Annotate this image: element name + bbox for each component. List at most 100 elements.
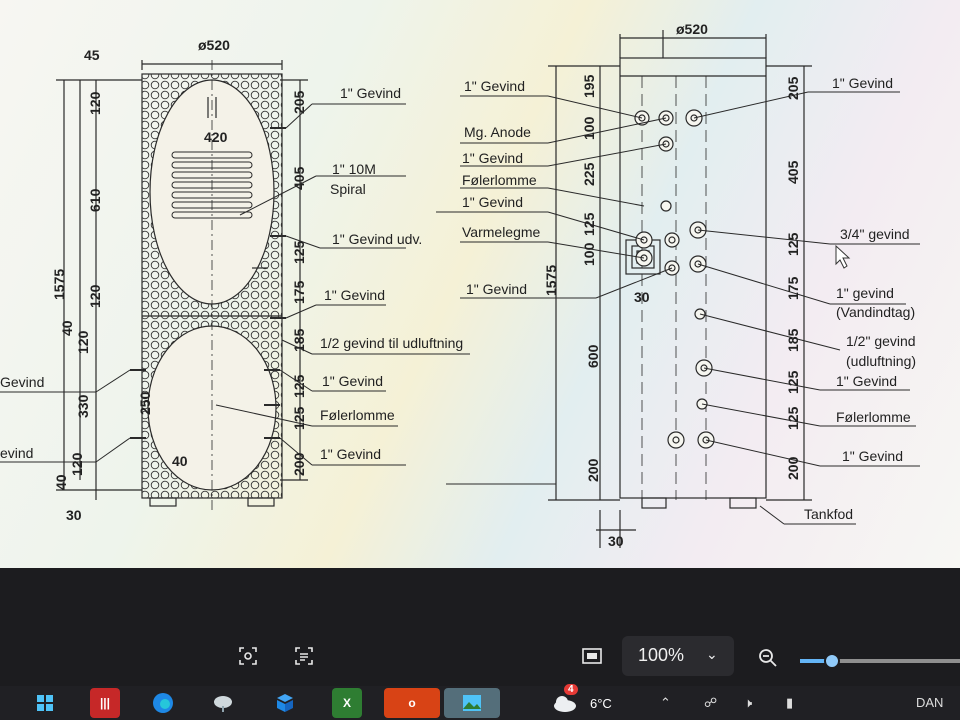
viewer-control-bar bbox=[0, 568, 960, 686]
right-left-dim: 125 bbox=[581, 212, 597, 236]
weather-widget[interactable]: 4 6°C bbox=[552, 684, 624, 718]
edge-browser-icon[interactable] bbox=[148, 688, 178, 718]
label-gevind: 1" Gevind bbox=[836, 373, 897, 389]
volume-icon[interactable]: 🕨 bbox=[744, 695, 753, 710]
left-dim: 30 bbox=[66, 507, 82, 523]
left-dim: 120 bbox=[87, 91, 103, 115]
right-left-dim: 195 bbox=[581, 74, 597, 98]
fit-window-icon bbox=[582, 648, 602, 664]
battery-icon[interactable]: ▮ bbox=[786, 695, 794, 710]
photos-app-icon[interactable] bbox=[444, 688, 500, 718]
right-small-dim: 30 bbox=[634, 289, 650, 305]
right-leaders bbox=[436, 91, 920, 525]
outlook-icon[interactable]: o bbox=[384, 688, 440, 718]
chevron-up-icon[interactable]: ⌃ bbox=[660, 695, 671, 710]
zoom-slider-fill bbox=[800, 659, 832, 663]
start-button[interactable] bbox=[30, 688, 60, 718]
right-diameter: ø520 bbox=[676, 21, 708, 37]
app-tile-icon bbox=[277, 694, 293, 712]
label-gevind: 1" Gevind bbox=[320, 446, 381, 462]
right-left-dim: 225 bbox=[581, 162, 597, 186]
zoom-out-icon bbox=[759, 649, 777, 667]
label-mg-anode: Mg. Anode bbox=[464, 124, 531, 140]
label-gevind: 1" Gevind bbox=[340, 85, 401, 101]
wifi-icon[interactable]: ☍ bbox=[704, 695, 718, 710]
label-gevind-udv: 1" Gevind udv. bbox=[332, 231, 422, 247]
right-tank-elevation bbox=[548, 30, 812, 548]
right-dimensions: ø520 195 100 225 125 100 1575 600 200 30… bbox=[543, 21, 801, 549]
left-right-dim: 125 bbox=[291, 406, 307, 430]
satellite-app-icon[interactable] bbox=[208, 688, 238, 718]
label-cut: evind bbox=[0, 445, 33, 461]
text-scan-icon bbox=[295, 647, 313, 665]
label-folerlomme: Følerlomme bbox=[836, 409, 911, 425]
left-dim: 40 bbox=[53, 474, 69, 490]
label-gevind: 1" Gevind bbox=[464, 78, 525, 94]
text-scan-button[interactable] bbox=[290, 642, 318, 670]
zoom-out-button[interactable] bbox=[754, 644, 782, 672]
left-right-dim: 200 bbox=[291, 452, 307, 476]
label-varmelegme: Varmelegme bbox=[462, 224, 541, 240]
label-vandindtag: (Vandindtag) bbox=[836, 304, 915, 320]
zoom-slider[interactable] bbox=[800, 653, 960, 669]
right-right-dim: 185 bbox=[785, 328, 801, 352]
excel-icon[interactable]: X bbox=[332, 688, 362, 718]
weather-temperature: 6°C bbox=[590, 695, 612, 711]
taskbar-app-blue-icon[interactable] bbox=[270, 688, 300, 718]
left-tank-section bbox=[56, 60, 308, 510]
left-right-dim: 125 bbox=[291, 240, 307, 264]
label-udluftning: (udluftning) bbox=[846, 353, 916, 369]
right-right-dim: 175 bbox=[785, 276, 801, 300]
zoom-slider-thumb[interactable] bbox=[824, 653, 840, 669]
right-ports bbox=[634, 109, 715, 449]
right-left-dim-total: 1575 bbox=[543, 265, 559, 296]
right-right-dim: 200 bbox=[785, 456, 801, 480]
left-inner-dim: 420 bbox=[204, 129, 228, 145]
notification-badge: 4 bbox=[564, 684, 578, 695]
label-folerlomme: Følerlomme bbox=[320, 407, 395, 423]
scan-icon bbox=[239, 647, 257, 665]
left-dim-total: 1575 bbox=[51, 269, 67, 300]
label-cut: Gevind bbox=[0, 374, 44, 390]
edge-logo-icon bbox=[153, 693, 173, 713]
left-inner-dim: 40 bbox=[172, 453, 188, 469]
windows-taskbar: ||| X o 4 6°C ⌃ ☍ 🕨 ▮ DAN bbox=[0, 684, 960, 720]
left-labels bbox=[0, 103, 470, 466]
label-udluftning: 1/2 gevind til udluftning bbox=[320, 335, 463, 351]
label-3-4-gevind: 3/4" gevind bbox=[840, 226, 910, 242]
left-diameter: ø520 bbox=[198, 37, 230, 53]
label-gevind: 1" gevind bbox=[836, 285, 894, 301]
right-right-dim: 205 bbox=[785, 76, 801, 100]
fit-to-window-button[interactable] bbox=[578, 642, 606, 670]
left-right-dim: 175 bbox=[291, 280, 307, 304]
zoom-value: 100% bbox=[638, 645, 685, 665]
right-left-dim: 100 bbox=[581, 242, 597, 266]
language-indicator[interactable]: DAN bbox=[916, 695, 944, 710]
label-tankfod: Tankfod bbox=[804, 506, 853, 522]
label-gevind: 1" Gevind bbox=[842, 448, 903, 464]
right-left-dim: 600 bbox=[585, 344, 601, 368]
label-folerlomme: Følerlomme bbox=[462, 172, 537, 188]
technical-drawing: ø520 45 420 250 40 120 610 1575 120 40 1… bbox=[0, 21, 920, 549]
right-right-dim: 405 bbox=[785, 160, 801, 184]
left-label-texts: 1" Gevind 1" 10M Spiral 1" Gevind udv. 1… bbox=[0, 85, 463, 462]
chevron-down-icon: ⌄ bbox=[706, 646, 718, 662]
left-dim: 40 bbox=[59, 320, 75, 336]
label-1-2-gevind: 1/2" gevind bbox=[846, 333, 916, 349]
mouse-cursor-icon bbox=[835, 244, 851, 269]
zoom-level-dropdown[interactable]: 100% ⌄ bbox=[622, 636, 734, 676]
left-dim: 330 bbox=[75, 394, 91, 418]
right-left-dim: 100 bbox=[581, 116, 597, 140]
left-dimensions: ø520 45 420 250 40 120 610 1575 120 40 1… bbox=[51, 37, 307, 523]
visual-search-button[interactable] bbox=[234, 642, 262, 670]
taskbar-app-red-icon[interactable]: ||| bbox=[90, 688, 120, 718]
label-gevind: 1" Gevind bbox=[466, 281, 527, 297]
right-left-dim: 200 bbox=[585, 458, 601, 482]
left-dim: 120 bbox=[69, 452, 85, 476]
right-right-dim: 125 bbox=[785, 232, 801, 256]
label-gevind: 1" Gevind bbox=[324, 287, 385, 303]
left-right-dim: 405 bbox=[291, 166, 307, 190]
right-label-texts: 1" Gevind Mg. Anode 1" Gevind Følerlomme… bbox=[462, 75, 916, 522]
right-bottom-dim: 30 bbox=[608, 533, 624, 549]
left-right-dim: 205 bbox=[291, 90, 307, 114]
